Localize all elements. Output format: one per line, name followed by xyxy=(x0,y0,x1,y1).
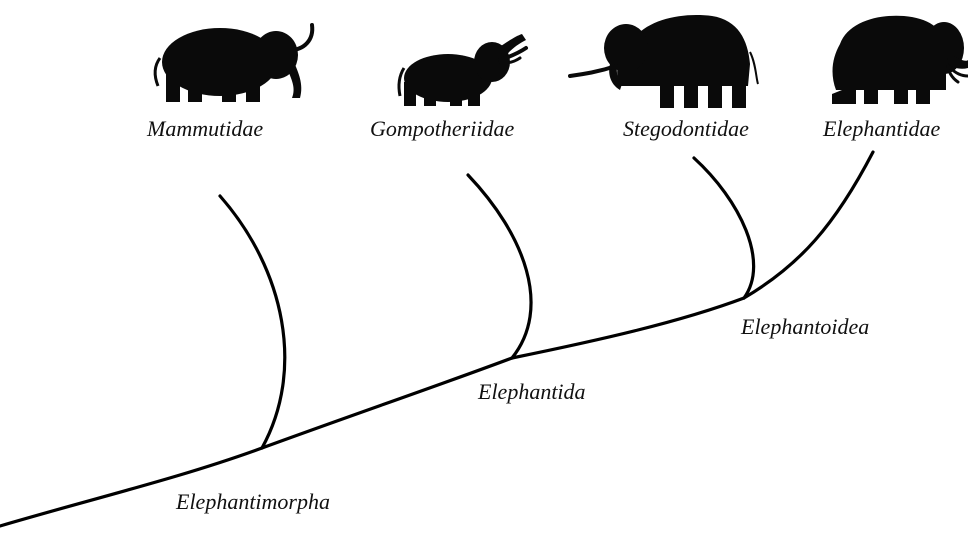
branch-elephantimorpha-to-elephantida xyxy=(262,358,512,448)
branch-stegodontidae xyxy=(694,158,754,298)
taxon-label-mammutidae: Mammutidae xyxy=(147,118,263,140)
branch-root-to-elephantimorpha xyxy=(0,448,262,526)
mastodon-silhouette-icon xyxy=(155,25,312,102)
stegodon-silhouette-icon xyxy=(570,15,758,108)
taxon-label-elephantidae: Elephantidae xyxy=(823,118,940,140)
branch-gompotheriidae xyxy=(468,175,531,358)
taxon-label-gompotheriidae: Gompotheriidae xyxy=(370,118,514,140)
branch-mammutidae xyxy=(220,196,285,448)
clade-label-elephantoidea: Elephantoidea xyxy=(741,316,869,338)
mammoth-silhouette-icon xyxy=(832,16,968,104)
clade-label-elephantimorpha: Elephantimorpha xyxy=(176,491,330,513)
gomphothere-silhouette-icon xyxy=(399,34,526,106)
branch-elephantidae xyxy=(744,152,873,298)
clade-label-elephantida: Elephantida xyxy=(478,381,586,403)
taxon-label-stegodontidae: Stegodontidae xyxy=(623,118,749,140)
branch-elephantida-to-elephantoidea xyxy=(512,298,744,358)
